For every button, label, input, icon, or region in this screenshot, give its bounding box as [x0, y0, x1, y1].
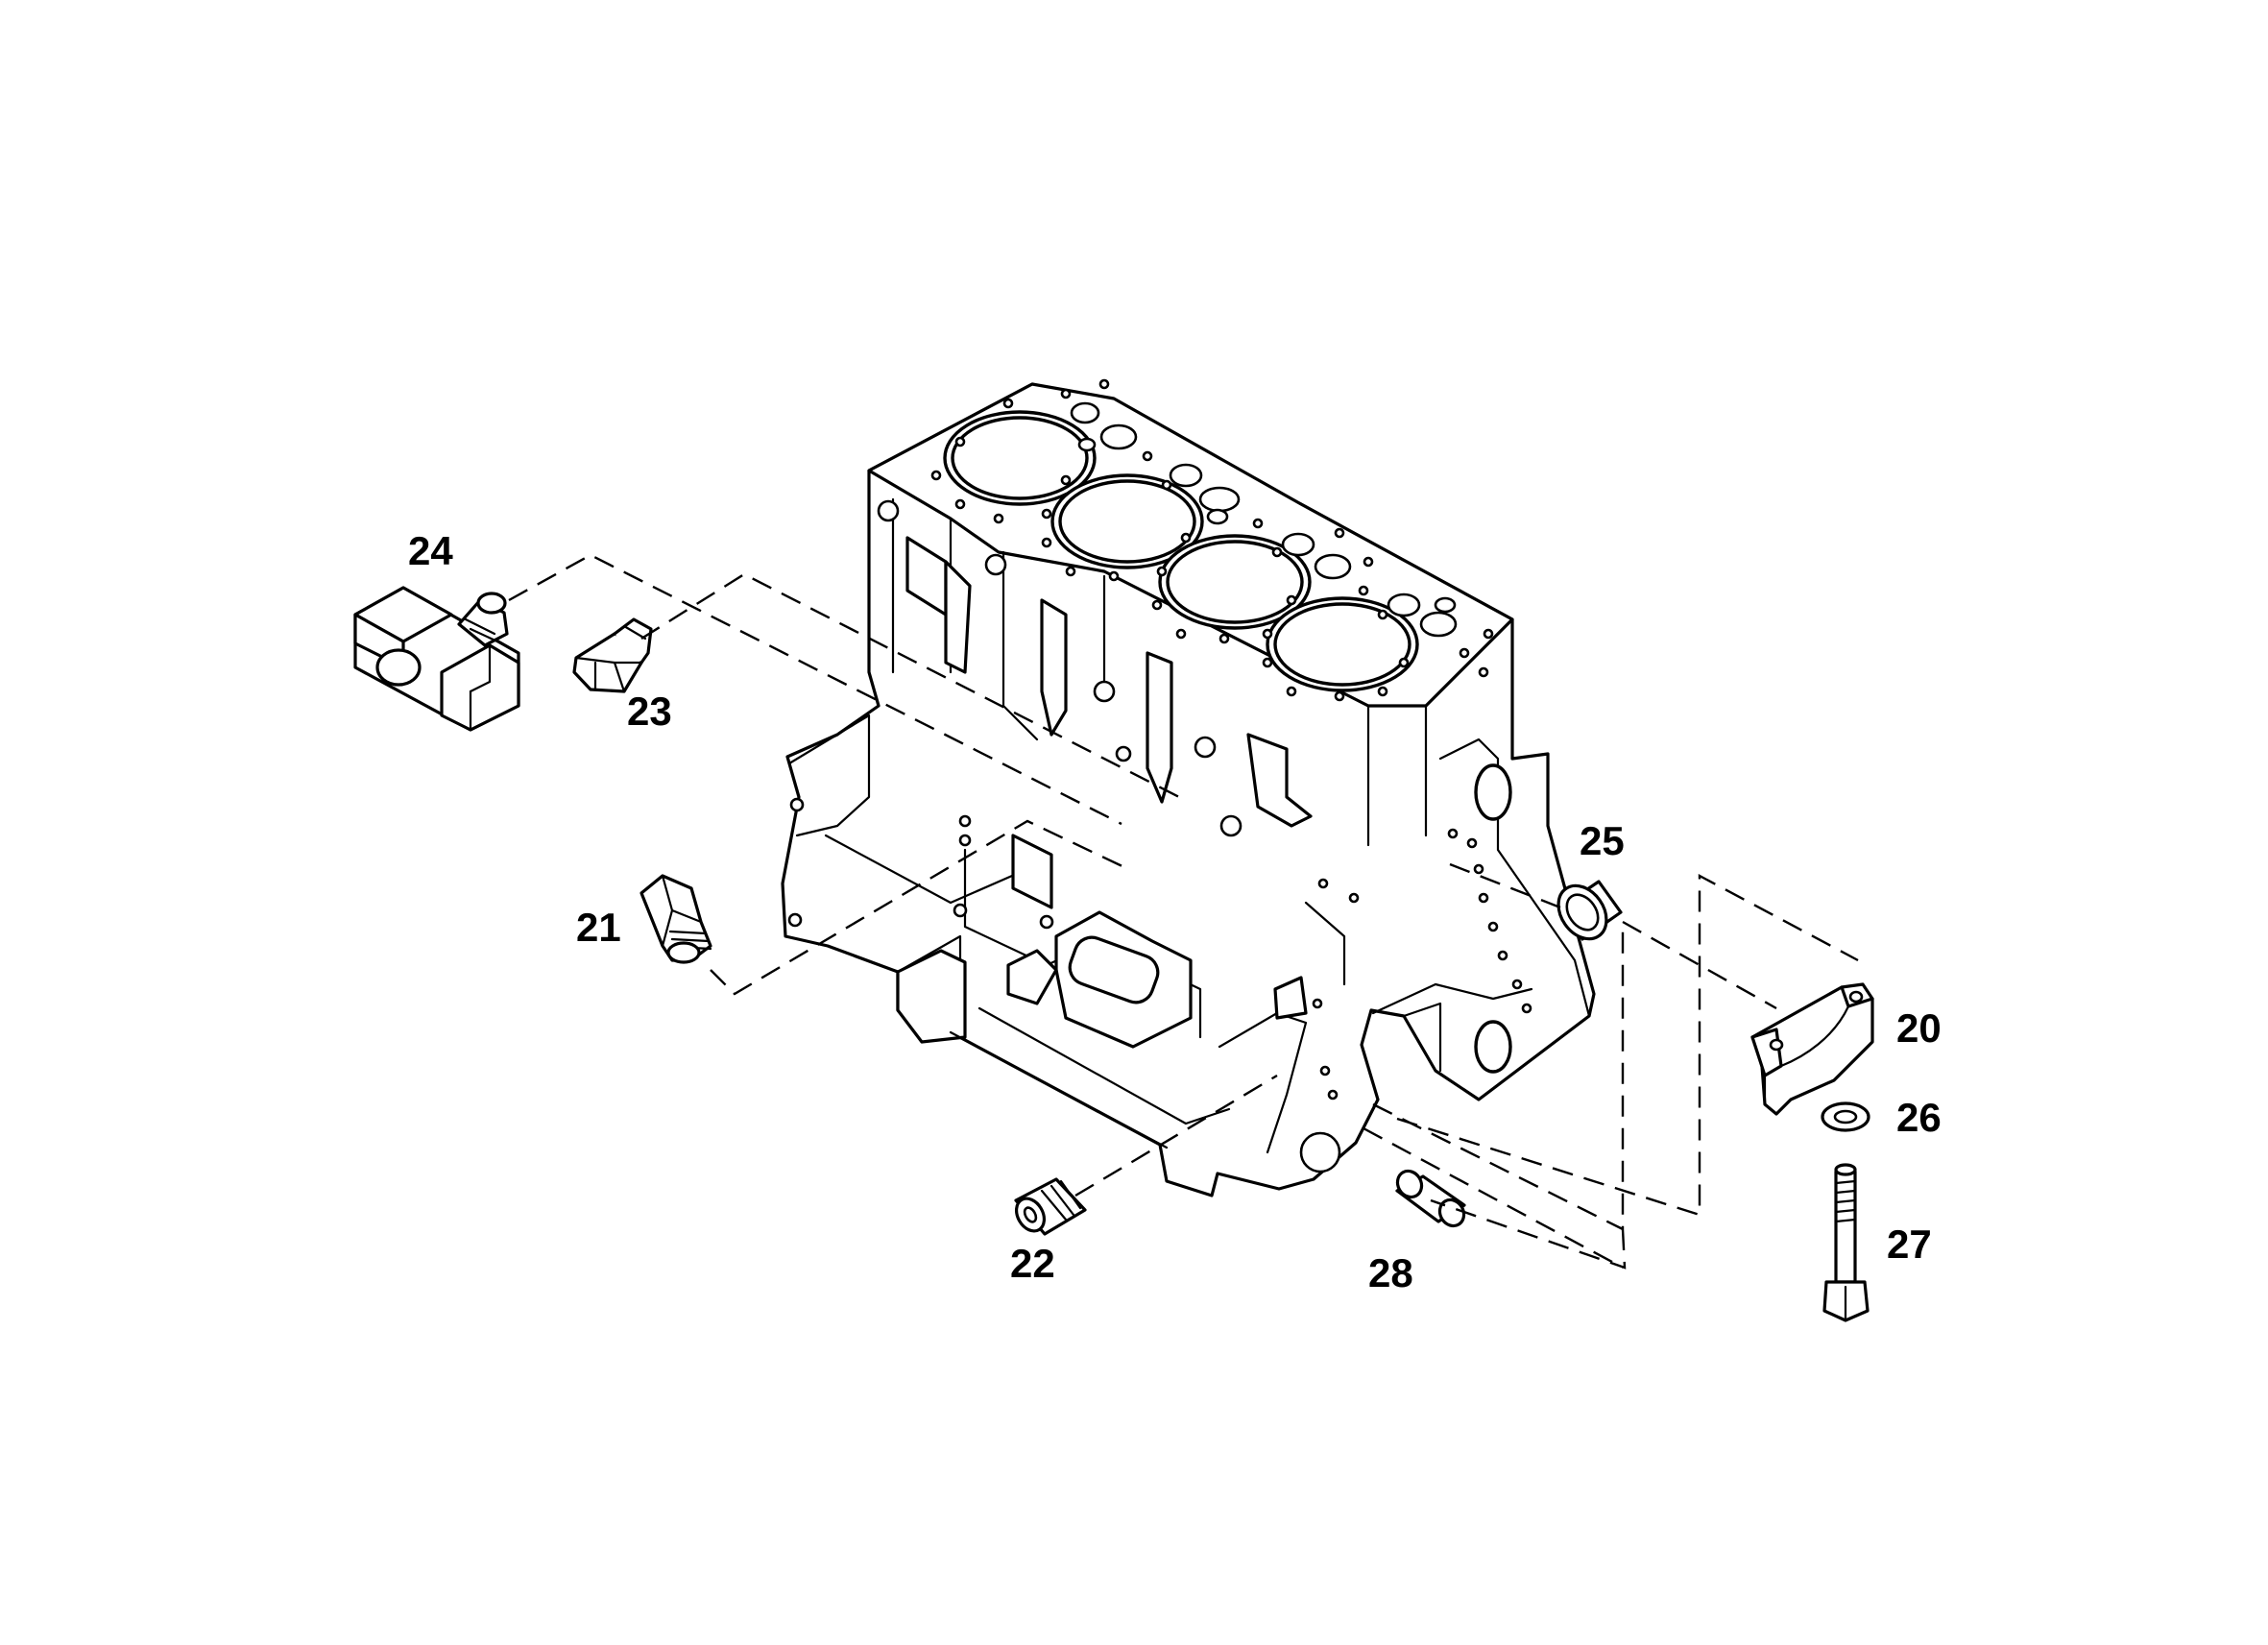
- callout-24: 24: [408, 528, 453, 573]
- part-27-bolt: [1822, 1163, 1870, 1322]
- part-22-sleeve: [1014, 1177, 1087, 1236]
- callout-23: 23: [627, 689, 672, 734]
- part-20-bearing-cap: [1750, 982, 1874, 1116]
- part-23-plug: [572, 617, 653, 693]
- callout-20: 20: [1896, 1005, 1942, 1051]
- leader-lines: [508, 553, 1859, 1270]
- callout-28: 28: [1368, 1250, 1413, 1295]
- callout-26: 26: [1896, 1095, 1942, 1140]
- part-21-threaded-plug: [639, 874, 712, 964]
- part-28-dowel-pin: [1395, 1169, 1466, 1228]
- callout-21: 21: [576, 905, 621, 950]
- callout-22: 22: [1010, 1241, 1055, 1286]
- part-26-washer: [1821, 1101, 1870, 1132]
- part-25-bushing: [1556, 880, 1623, 941]
- part-24-bracket: [353, 586, 520, 732]
- callout-25: 25: [1580, 818, 1625, 863]
- callout-27: 27: [1887, 1222, 1932, 1267]
- cylinder-block: [781, 378, 1596, 1197]
- deck-bolt-holes: [930, 378, 1494, 702]
